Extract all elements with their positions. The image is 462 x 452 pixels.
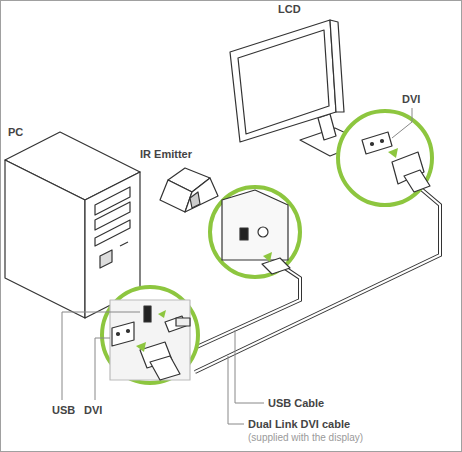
cables [190,188,440,372]
part-label: PC [8,126,23,139]
part-label: Dual Link DVI cable [248,418,350,431]
lcd-zoom-circle [338,111,432,205]
part-label: DVI [84,404,102,417]
ir-port-zoom [222,190,290,274]
leader-lines [62,108,412,424]
part-label: USB Cable [268,397,324,410]
ir-emitter [160,168,218,212]
part-label: LCD [278,3,301,16]
part-label: USB [52,404,75,417]
pc-zoom-circle [102,287,198,383]
part-label: DVI [402,93,420,106]
part-label: IR Emitter [140,148,192,161]
ir-zoom-circle [210,187,300,277]
part-label: (supplied with the display) [248,431,363,444]
insert-arrows [136,148,398,352]
lcd-dvi-zoom [362,132,430,192]
pc-tower [5,132,140,318]
